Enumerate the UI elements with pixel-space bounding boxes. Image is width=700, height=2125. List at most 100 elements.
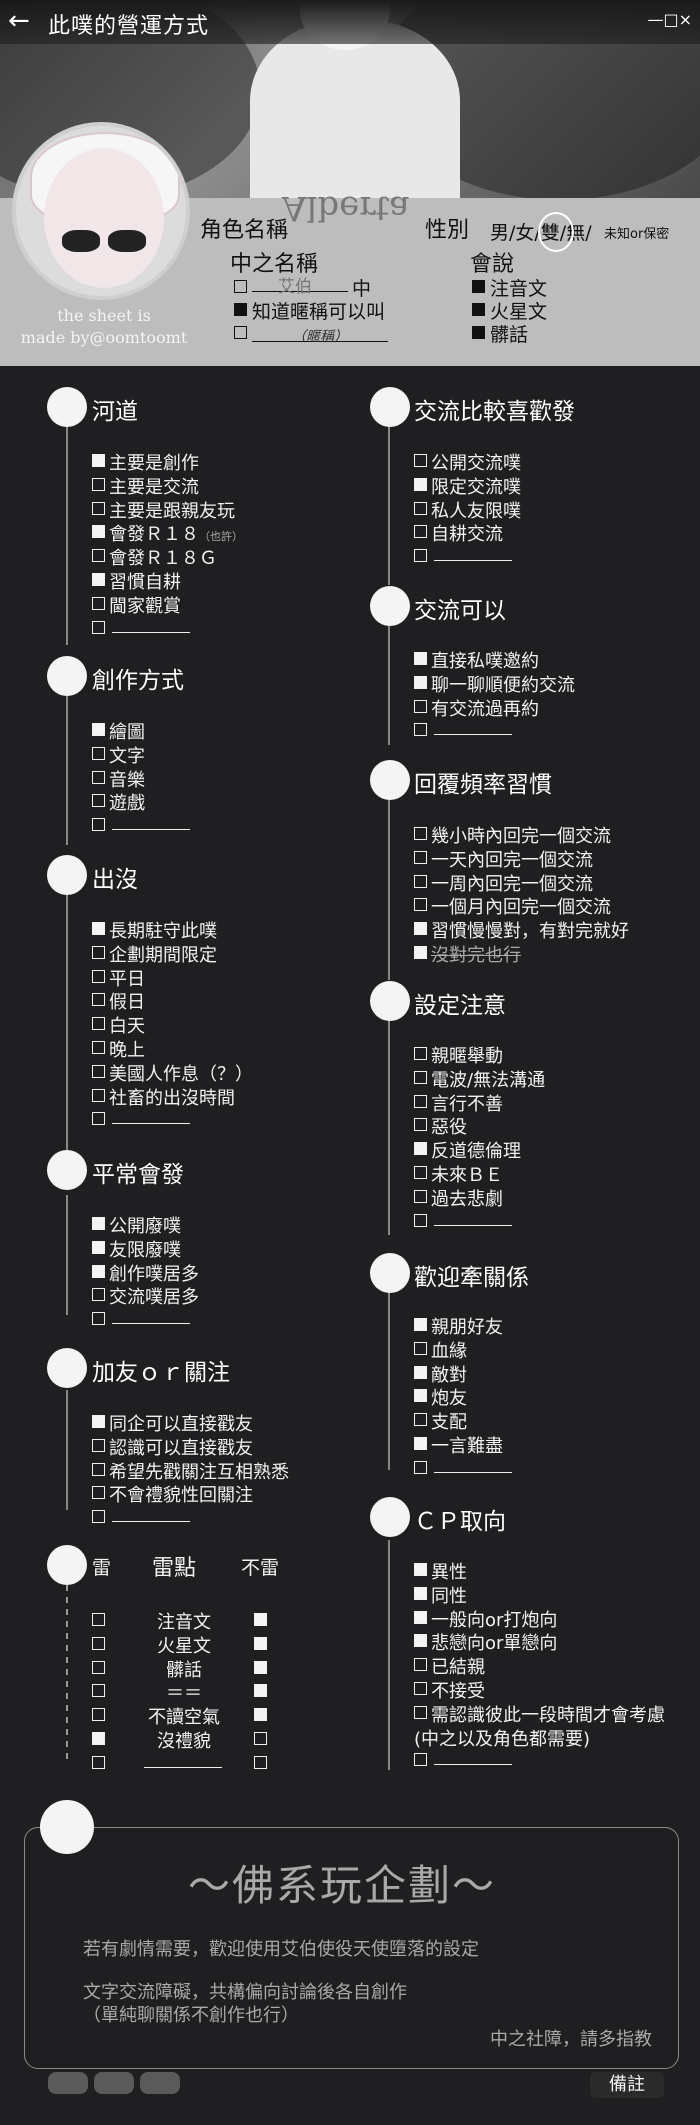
exchange_ok-checkbox-0[interactable] xyxy=(414,652,427,665)
appear-checkbox-5[interactable] xyxy=(92,1041,105,1054)
speak-checkbox-1[interactable] xyxy=(472,303,485,316)
reply-checkbox-4[interactable] xyxy=(414,922,427,936)
exchange-other-checkbox[interactable] xyxy=(414,549,427,563)
friend-other-field[interactable] xyxy=(112,1521,190,1523)
cp-other-checkbox[interactable] xyxy=(414,1753,427,1767)
mine-right-checkbox-5[interactable] xyxy=(254,1732,267,1745)
hedao-checkbox-4[interactable] xyxy=(92,549,105,563)
hedao-other-checkbox[interactable] xyxy=(92,620,105,634)
reply-checkbox-5[interactable] xyxy=(414,946,427,959)
window-controls-icon[interactable]: —□× xyxy=(647,10,692,29)
mine-left-checkbox-5[interactable] xyxy=(92,1732,105,1745)
exchange_ok-other-field[interactable] xyxy=(434,734,512,736)
setting-checkbox-6[interactable] xyxy=(414,1189,427,1203)
mine-left-checkbox-4[interactable] xyxy=(92,1708,105,1722)
friend-checkbox-2[interactable] xyxy=(92,1462,105,1476)
zhong-name-checkbox[interactable] xyxy=(234,280,247,293)
setting-checkbox-5[interactable] xyxy=(414,1166,427,1179)
remark-button[interactable]: 備註 xyxy=(590,2072,664,2098)
exchange_ok-checkbox-2[interactable] xyxy=(414,699,427,713)
appear-checkbox-2[interactable] xyxy=(92,969,105,983)
friend-checkbox-3[interactable] xyxy=(92,1486,105,1500)
hedao-checkbox-2[interactable] xyxy=(92,501,105,515)
reply-checkbox-0[interactable] xyxy=(414,827,427,840)
hedao-checkbox-3[interactable] xyxy=(92,525,105,539)
mine-right-checkbox-0[interactable] xyxy=(254,1613,267,1626)
relation-other-field[interactable] xyxy=(434,1471,512,1473)
setting-checkbox-3[interactable] xyxy=(414,1118,427,1132)
mine-left-checkbox-0[interactable] xyxy=(92,1613,105,1626)
appear-checkbox-4[interactable] xyxy=(92,1017,105,1031)
mine-other-field[interactable] xyxy=(144,1766,222,1768)
cp-other-field[interactable] xyxy=(434,1764,512,1766)
reply-checkbox-2[interactable] xyxy=(414,874,427,888)
appear-other-checkbox[interactable] xyxy=(92,1112,105,1126)
appear-checkbox-0[interactable] xyxy=(92,922,105,935)
setting-other-field[interactable] xyxy=(434,1224,512,1226)
create-checkbox-3[interactable] xyxy=(92,794,105,808)
mine-right-checkbox-4[interactable] xyxy=(254,1708,267,1722)
usual-checkbox-1[interactable] xyxy=(92,1240,105,1254)
friend-other-checkbox[interactable] xyxy=(92,1510,105,1524)
hedao-checkbox-1[interactable] xyxy=(92,477,105,491)
cp-checkbox-6[interactable] xyxy=(414,1705,427,1719)
cp-checkbox-3[interactable] xyxy=(414,1634,427,1648)
relation-checkbox-1[interactable] xyxy=(414,1341,427,1355)
reply-checkbox-1[interactable] xyxy=(414,850,427,864)
mine-other-left-checkbox[interactable] xyxy=(92,1755,105,1769)
usual-checkbox-0[interactable] xyxy=(92,1217,105,1230)
hedao-checkbox-0[interactable] xyxy=(92,454,105,467)
relation-checkbox-5[interactable] xyxy=(414,1437,427,1450)
exchange_ok-checkbox-1[interactable] xyxy=(414,675,427,689)
create-checkbox-2[interactable] xyxy=(92,770,105,784)
hedao-other-field[interactable] xyxy=(112,631,190,633)
zhong-name-field[interactable] xyxy=(252,274,348,292)
friend-checkbox-0[interactable] xyxy=(92,1415,105,1428)
cp-checkbox-1[interactable] xyxy=(414,1586,427,1600)
usual-checkbox-2[interactable] xyxy=(92,1264,105,1278)
relation-checkbox-4[interactable] xyxy=(414,1413,427,1427)
relation-checkbox-2[interactable] xyxy=(414,1365,427,1379)
create-checkbox-1[interactable] xyxy=(92,746,105,760)
appear-checkbox-7[interactable] xyxy=(92,1088,105,1102)
usual-other-checkbox[interactable] xyxy=(92,1312,105,1326)
setting-checkbox-1[interactable] xyxy=(414,1070,427,1084)
mine-left-checkbox-3[interactable] xyxy=(92,1684,105,1698)
exchange-checkbox-1[interactable] xyxy=(414,477,427,491)
nickname-checkbox[interactable] xyxy=(234,326,247,339)
nav-pill-2[interactable] xyxy=(94,2072,134,2094)
cp-checkbox-2[interactable] xyxy=(414,1610,427,1624)
usual-checkbox-3[interactable] xyxy=(92,1288,105,1302)
create-other-field[interactable] xyxy=(112,829,190,831)
mine-right-checkbox-1[interactable] xyxy=(254,1636,267,1650)
setting-checkbox-2[interactable] xyxy=(414,1094,427,1108)
hedao-checkbox-6[interactable] xyxy=(92,596,105,610)
mine-other-right-checkbox[interactable] xyxy=(254,1755,267,1769)
exchange-checkbox-3[interactable] xyxy=(414,525,427,539)
cp-checkbox-4[interactable] xyxy=(414,1658,427,1672)
appear-other-field[interactable] xyxy=(112,1123,190,1125)
exchange_ok-other-checkbox[interactable] xyxy=(414,723,427,737)
appear-checkbox-6[interactable] xyxy=(92,1064,105,1078)
appear-checkbox-3[interactable] xyxy=(92,993,105,1007)
nav-pill-1[interactable] xyxy=(48,2072,88,2094)
create-checkbox-0[interactable] xyxy=(92,723,105,736)
setting-checkbox-4[interactable] xyxy=(414,1142,427,1156)
exchange-checkbox-2[interactable] xyxy=(414,501,427,515)
reply-checkbox-3[interactable] xyxy=(414,898,427,912)
setting-other-checkbox[interactable] xyxy=(414,1213,427,1227)
setting-checkbox-0[interactable] xyxy=(414,1047,427,1060)
back-arrow-icon[interactable]: ← xyxy=(8,6,30,36)
mine-right-checkbox-3[interactable] xyxy=(254,1684,267,1698)
nav-pill-3[interactable] xyxy=(140,2072,180,2094)
speak-checkbox-0[interactable] xyxy=(472,280,485,293)
cp-checkbox-5[interactable] xyxy=(414,1682,427,1695)
create-other-checkbox[interactable] xyxy=(92,818,105,832)
exchange-checkbox-0[interactable] xyxy=(414,454,427,467)
speak-checkbox-2[interactable] xyxy=(472,326,485,339)
cp-checkbox-0[interactable] xyxy=(414,1563,427,1576)
friend-checkbox-1[interactable] xyxy=(92,1438,105,1452)
mine-left-checkbox-1[interactable] xyxy=(92,1636,105,1650)
usual-other-field[interactable] xyxy=(112,1323,190,1325)
exchange-other-field[interactable] xyxy=(434,560,512,562)
